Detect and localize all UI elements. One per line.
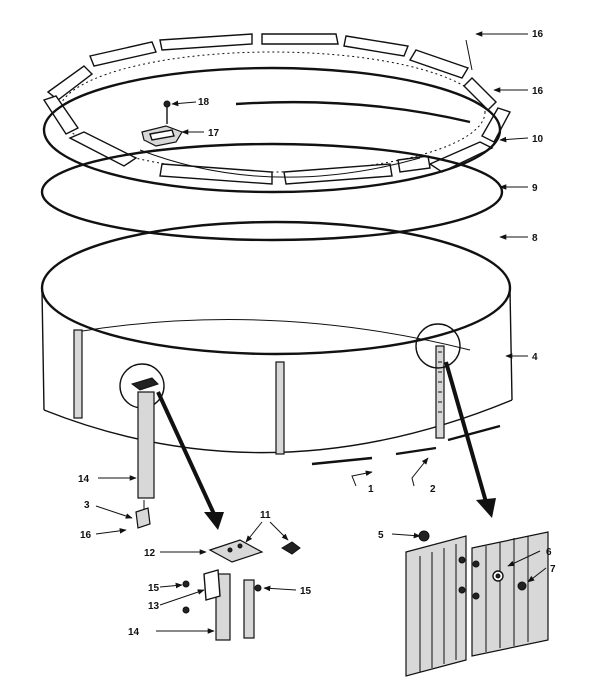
top-ring	[42, 66, 502, 194]
callout-11: 11	[260, 510, 271, 521]
callout-16-top: 16	[532, 29, 544, 40]
callout-14-bottom: 14	[128, 627, 140, 638]
callout-12: 12	[144, 548, 156, 559]
pool-wall	[40, 220, 513, 499]
leader-lines	[95, 31, 547, 634]
callout-4: 4	[532, 352, 538, 363]
top-rail-ring	[42, 33, 512, 185]
callout-18: 18	[198, 97, 210, 108]
upright-detail	[182, 569, 262, 641]
callout-17: 17	[208, 128, 220, 139]
callout-1: 1	[368, 484, 374, 495]
top-plate-detail	[208, 539, 301, 563]
detail-arrow-left	[156, 391, 224, 530]
callout-10: 10	[532, 134, 544, 145]
top-connector-part	[141, 100, 183, 147]
callout-15-left: 15	[148, 583, 160, 594]
callout-9: 9	[532, 183, 538, 194]
callout-5: 5	[378, 530, 384, 541]
callout-16-right: 16	[532, 86, 544, 97]
callout-7: 7	[550, 564, 556, 575]
callout-16-left: 16	[80, 530, 92, 541]
ring-back-arc	[235, 100, 471, 124]
callout-3: 3	[84, 500, 90, 511]
detail-arrow-right	[444, 361, 496, 518]
callout-8: 8	[532, 233, 538, 244]
callout-14-left: 14	[78, 474, 90, 485]
callout-13: 13	[148, 601, 160, 612]
callout-2: 2	[430, 484, 436, 495]
liner-ring	[40, 142, 504, 242]
callout-6: 6	[546, 547, 552, 558]
wall-panel-detail	[405, 530, 549, 677]
callout-15-right: 15	[300, 586, 312, 597]
post-base-detail	[135, 500, 151, 529]
